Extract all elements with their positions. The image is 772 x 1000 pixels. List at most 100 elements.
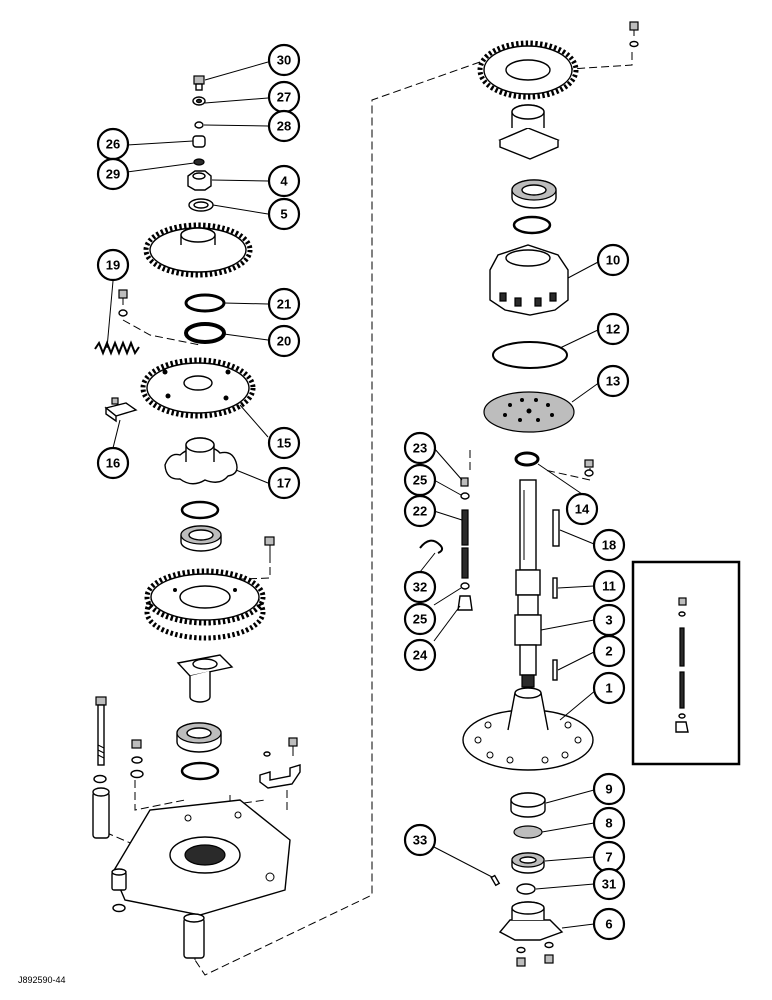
hardware-23-25 [460, 477, 470, 500]
svg-text:6: 6 [605, 917, 612, 932]
svg-text:11: 11 [602, 579, 616, 594]
seal-14 [514, 451, 540, 467]
disc-13 [483, 391, 575, 433]
block-16 [104, 397, 138, 423]
svg-text:23: 23 [413, 441, 427, 456]
svg-text:13: 13 [606, 374, 620, 389]
callout-24: 24 [403, 638, 437, 672]
svg-text:32: 32 [413, 580, 427, 595]
leader-lines [106, 61, 601, 929]
spacer-9 [510, 792, 546, 818]
dish-1 [462, 687, 594, 771]
sleeve-tube [92, 787, 110, 839]
flange-housing-left [176, 654, 234, 703]
pin-2 [552, 659, 558, 681]
washer-29 [193, 158, 205, 166]
callout-20: 20 [267, 324, 301, 358]
callouts: 30 27 28 26 29 4 5 19 21 20 15 16 17 10 … [96, 43, 630, 941]
seal-8 [513, 825, 543, 839]
bolt-30 [193, 75, 205, 91]
svg-text:2: 2 [605, 644, 612, 659]
callout-10: 10 [596, 243, 630, 277]
callout-29: 29 [96, 157, 130, 191]
svg-text:9: 9 [605, 782, 612, 797]
callout-31: 31 [592, 867, 626, 901]
callout-27: 27 [267, 80, 301, 114]
callout-18: 18 [592, 528, 626, 562]
callout-4: 4 [267, 164, 301, 198]
pin-base [183, 913, 205, 959]
bracket-right [259, 737, 301, 789]
housing-6 [498, 901, 564, 941]
svg-text:27: 27 [277, 90, 291, 105]
hub-17 [164, 437, 238, 485]
bolts-housing-6 [516, 941, 554, 967]
svg-text:26: 26 [106, 137, 120, 152]
spring-22 [461, 509, 469, 579]
figure-reference-code: J892590-44 [18, 975, 66, 985]
callout-1: 1 [592, 671, 626, 705]
callout-28: 28 [267, 109, 301, 143]
svg-text:4: 4 [280, 174, 288, 189]
snap-ring-lower [180, 761, 220, 781]
base-plate [111, 799, 291, 916]
fitting-24-25 [457, 582, 473, 611]
long-bolt [95, 696, 107, 766]
svg-text:24: 24 [413, 648, 428, 663]
callout-8: 8 [592, 806, 626, 840]
svg-text:20: 20 [277, 334, 291, 349]
left-assembly [92, 75, 301, 959]
svg-text:17: 17 [277, 476, 291, 491]
svg-text:30: 30 [277, 53, 291, 68]
callout-14: 14 [565, 492, 599, 526]
svg-text:16: 16 [106, 456, 120, 471]
svg-text:29: 29 [106, 167, 120, 182]
bearing-lower-left [176, 722, 222, 753]
bolt-top-right [629, 21, 639, 48]
callout-17: 17 [267, 466, 301, 500]
svg-text:25: 25 [413, 612, 427, 627]
large-sprocket-top [477, 40, 579, 100]
svg-text:21: 21 [277, 297, 291, 312]
svg-text:31: 31 [602, 877, 616, 892]
bushing-27 [192, 96, 206, 106]
double-sprocket [144, 568, 266, 641]
svg-text:3: 3 [605, 613, 612, 628]
svg-text:10: 10 [606, 253, 620, 268]
bolt-right-17 [264, 536, 275, 555]
callout-25-upper: 25 [403, 463, 437, 497]
callout-5: 5 [267, 197, 301, 231]
pin-11 [552, 577, 558, 599]
callout-21: 21 [267, 287, 301, 321]
washer-5 [188, 198, 214, 212]
o-ring-12 [492, 341, 568, 369]
svg-text:7: 7 [605, 850, 612, 865]
callout-19: 19 [96, 248, 130, 282]
washer-31 [516, 883, 536, 895]
nut-4 [187, 170, 212, 191]
callout-2: 2 [592, 634, 626, 668]
callout-11: 11 [592, 569, 626, 603]
right-assembly [419, 21, 639, 967]
cage-10 [489, 244, 569, 316]
callout-26: 26 [96, 127, 130, 161]
bolt-spring [118, 289, 128, 317]
svg-text:14: 14 [575, 502, 590, 517]
ring-20 [184, 322, 226, 344]
sprocket-15 [140, 357, 256, 419]
flange-housing-right [498, 104, 560, 160]
svg-text:25: 25 [413, 473, 427, 488]
bearing-7 [511, 852, 545, 874]
callout-7: 7 [592, 840, 626, 874]
washer-base [112, 903, 126, 913]
callout-16: 16 [96, 446, 130, 480]
svg-text:12: 12 [606, 322, 620, 337]
shaft-main [514, 479, 542, 688]
callout-33: 33 [403, 823, 437, 857]
spring-19 [94, 340, 140, 356]
svg-text:1: 1 [605, 681, 612, 696]
washer-right [584, 459, 594, 477]
svg-text:22: 22 [413, 504, 427, 519]
nipple-26 [192, 135, 206, 148]
